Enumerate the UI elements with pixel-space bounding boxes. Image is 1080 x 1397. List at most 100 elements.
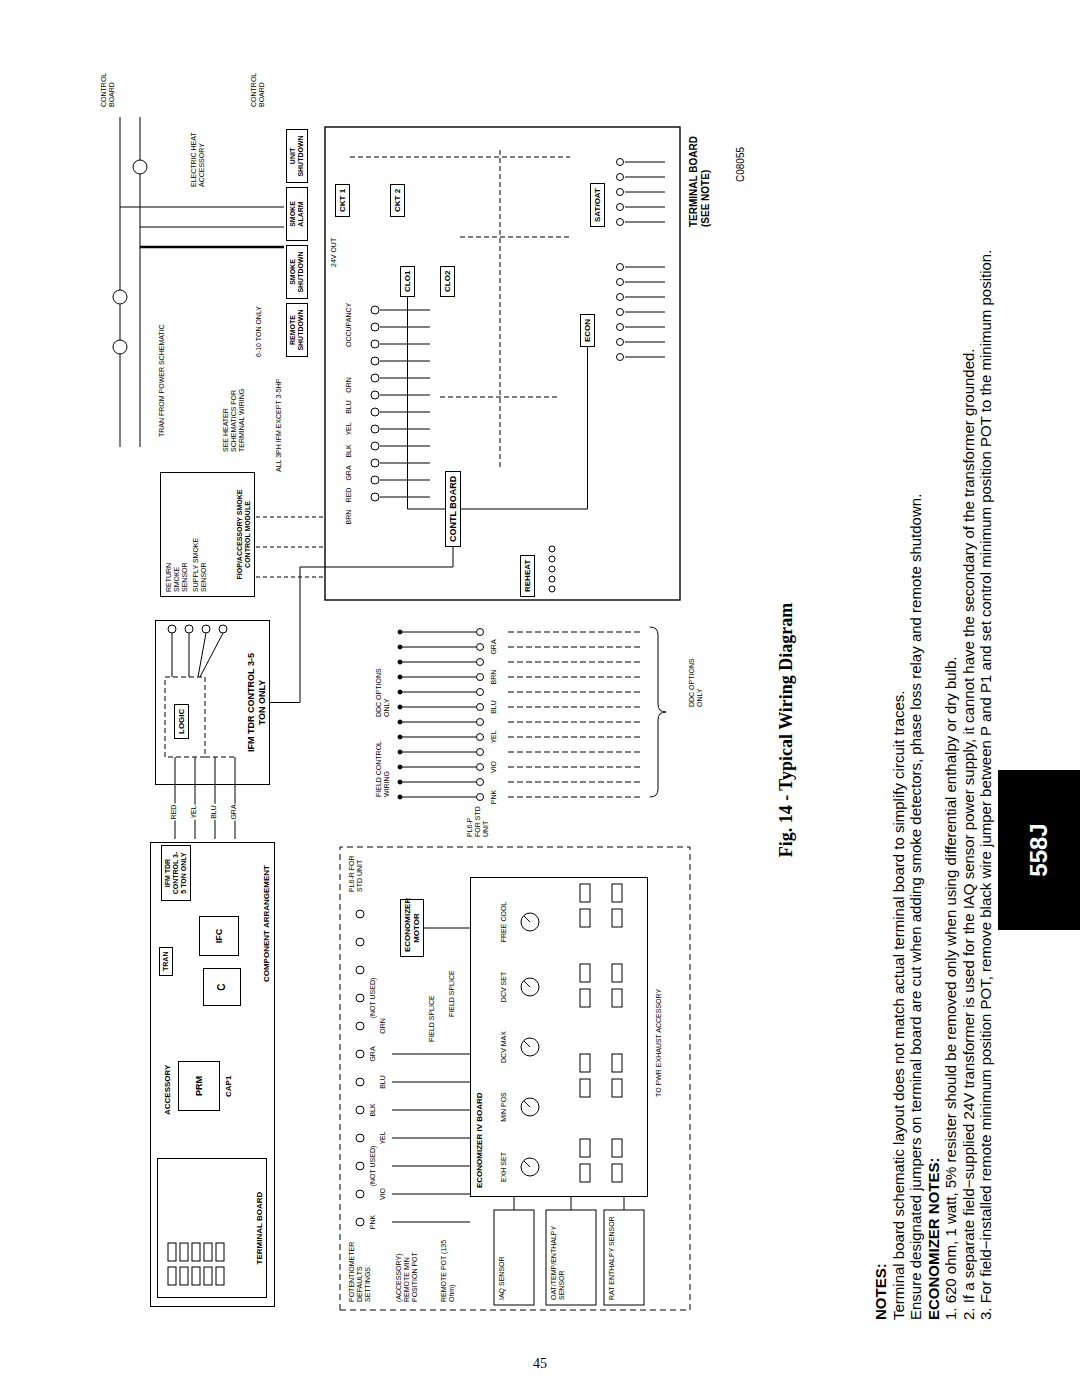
wire xyxy=(380,429,430,430)
wire xyxy=(625,162,665,163)
terminal-pair xyxy=(612,884,622,902)
clo-box: CLO2 xyxy=(440,266,455,297)
label-holder: SUPPLY SMOKE SENSOR xyxy=(192,537,208,592)
connector-pin xyxy=(356,1134,364,1142)
connector-pin xyxy=(617,324,624,331)
wire xyxy=(392,1166,470,1167)
part-label: REMOTE POT (135 Ohm) xyxy=(440,1232,456,1302)
terminal-pair xyxy=(580,964,590,982)
field-wire xyxy=(508,782,640,783)
terminal-circle xyxy=(549,586,555,592)
connector-name: PL6-R FOR STD UNIT xyxy=(348,852,364,892)
connector-pin xyxy=(617,354,624,361)
connector-pin xyxy=(477,779,484,786)
wire xyxy=(402,782,476,783)
terminal-circle xyxy=(371,493,379,501)
wire xyxy=(380,497,430,498)
terminal-circle xyxy=(371,340,379,348)
terminal-circle xyxy=(549,566,555,572)
box-text: PRM xyxy=(194,1076,204,1096)
part-label: SUPPLY SMOKE SENSOR xyxy=(192,537,208,592)
field-terminal-dot xyxy=(398,765,402,769)
field-terminal-dot xyxy=(398,675,402,679)
economizer-motor-box: ECONOMIZER MOTOR xyxy=(400,899,424,957)
label-holder: OAT/TEMP/ENTHALPY SENSOR xyxy=(550,1215,566,1300)
wire xyxy=(402,797,476,798)
connector-pin xyxy=(356,1162,364,1170)
label-holder: TERMINAL BOARD (SEE NOTE) xyxy=(688,127,711,227)
label-holder: VIO xyxy=(490,761,498,773)
connector-pin xyxy=(617,309,624,316)
connector-pin xyxy=(617,204,624,211)
box-text: LOGIC xyxy=(177,709,186,734)
box-text: CLO2 xyxy=(443,271,452,292)
wire-color: BLK xyxy=(369,1103,377,1116)
field-wire xyxy=(508,767,640,768)
terminal-pair xyxy=(612,1079,622,1097)
label-holder: PL6-R FOR STD UNIT xyxy=(348,852,364,892)
wire xyxy=(625,312,665,313)
wire-color: YEL xyxy=(379,1131,387,1144)
knob-label: EXH SET xyxy=(500,1152,508,1182)
label-holder: VIO xyxy=(379,1188,387,1200)
part-label: CONTROL BOARD xyxy=(250,57,266,107)
caption-holder: Fig. 14 - Typical Wiring Diagram xyxy=(776,570,797,890)
wire-color: BLU xyxy=(490,700,498,714)
connector-pin xyxy=(477,749,484,756)
economizer-dashed-outline xyxy=(340,847,690,1310)
field-wire xyxy=(508,722,640,723)
wire-color: RED xyxy=(170,804,178,821)
connector-pin xyxy=(477,704,484,711)
shutdown-box: REMOTE SHUTDOWN xyxy=(286,303,308,357)
g-element xyxy=(371,306,379,501)
circuit-box: CKT 2 xyxy=(390,184,405,217)
label-holder: POTENTIOMETER DEFAULTS SETTINGS: xyxy=(348,1232,372,1302)
terminal-slot xyxy=(192,1267,200,1285)
ifm-tdr-art xyxy=(165,625,235,839)
wire-color: YEL xyxy=(345,422,353,435)
box-text: C xyxy=(216,983,228,990)
wire-connector xyxy=(408,297,446,509)
field-terminal-dot xyxy=(398,660,402,664)
label-holder: CAP1 xyxy=(224,1076,233,1097)
wire xyxy=(402,752,476,753)
g-element xyxy=(477,629,484,801)
dashed-wire xyxy=(256,517,325,577)
part-label: SEE HEATER SCHEMATICS FOR TERMINAL WIRIN… xyxy=(222,372,246,452)
connector-pin xyxy=(617,339,624,346)
relay-coil-symbol xyxy=(113,290,127,304)
label-holder: YEL xyxy=(345,422,353,435)
terminal-pair xyxy=(580,1054,590,1072)
label-holder: GRA xyxy=(369,1046,377,1061)
wire xyxy=(380,344,430,345)
field-wire xyxy=(508,752,640,753)
label-holder: ALL 3PH IFM EXCEPT 3-5HP xyxy=(275,379,283,472)
connector-pin xyxy=(617,294,624,301)
terminal-circle xyxy=(371,391,379,399)
wire-connector xyxy=(270,547,453,703)
g-element xyxy=(380,310,430,497)
note-text: 3. For field−installed remote minimum po… xyxy=(977,250,994,1320)
note-text: ECONOMIZER NOTES: xyxy=(925,1157,942,1320)
label-holder: DDC OPTIONS ONLY xyxy=(688,657,704,707)
terminal-circle xyxy=(371,459,379,467)
section-tab: 558J xyxy=(998,770,1080,930)
box-text: IFM TDR CONTROL 3-5 TON ONLY xyxy=(164,850,188,896)
field-terminal-dot xyxy=(398,690,402,694)
box-text: TRAN xyxy=(162,952,170,971)
g-element xyxy=(398,630,402,799)
shutdown-box: SMOKE ALARM xyxy=(286,187,308,241)
note-text: NOTES: xyxy=(872,1263,889,1320)
wire-color: YEL xyxy=(190,804,198,819)
box-text: IFM TDR CONTROL 3-5 TON ONLY xyxy=(246,643,267,763)
label-holder: ELECTRIC HEAT ACCESSORY xyxy=(190,122,206,187)
connector-pin xyxy=(356,1078,364,1086)
connector-pin xyxy=(356,910,364,918)
wire-color: ORN xyxy=(379,1018,387,1034)
wire-color: YEL xyxy=(490,730,498,743)
connector-pin xyxy=(356,994,364,1002)
box-text: CONTL BOARD xyxy=(448,476,458,542)
g-element xyxy=(402,632,476,797)
label-holder: GRA xyxy=(345,465,353,480)
